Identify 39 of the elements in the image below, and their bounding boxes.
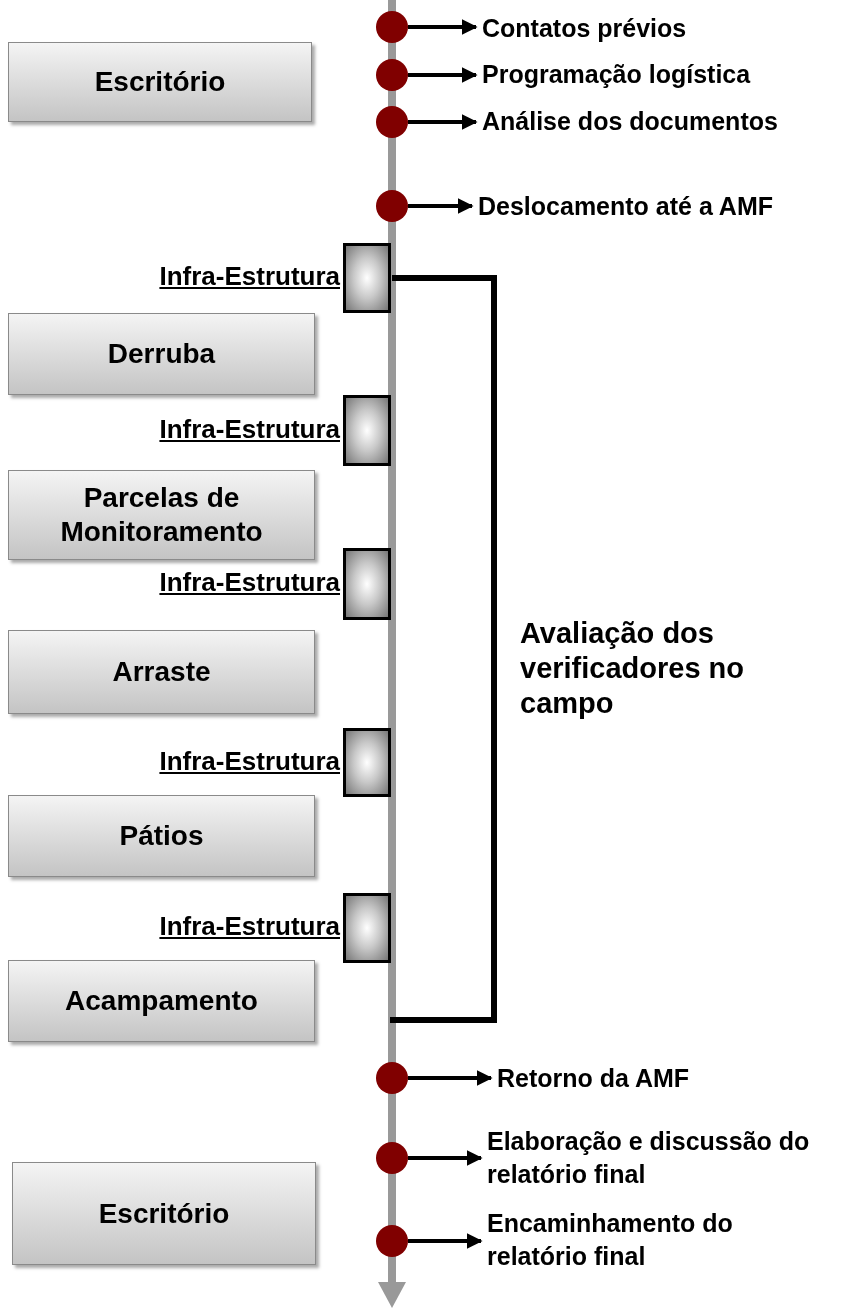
step-text: Retorno da AMF: [497, 1062, 690, 1095]
step-text: Contatos prévios: [482, 12, 687, 45]
step-text: Encaminhamento do relatório final: [487, 1207, 817, 1272]
infrastructure-label: Infra-Estrutura: [159, 911, 340, 942]
timeline-dot: [376, 59, 408, 91]
step-text: Programação logística: [482, 58, 751, 91]
step-text: Análise dos documentos: [482, 105, 778, 138]
metallic-square: [343, 548, 391, 620]
metallic-square: [343, 728, 391, 797]
arrow: [408, 1070, 493, 1086]
activity-box: Parcelas de Monitoramento: [8, 470, 315, 560]
arrow: [408, 67, 478, 83]
infrastructure-label: Infra-Estrutura: [159, 745, 340, 777]
activity-box: Arraste: [8, 630, 315, 714]
activity-box: Acampamento: [8, 960, 315, 1042]
arrow: [408, 1150, 483, 1166]
activity-box: Escritório: [8, 42, 312, 122]
arrow: [408, 19, 478, 35]
step-text: Elaboração e discussão do relatório final: [487, 1125, 857, 1190]
infrastructure-label: Infra-Estrutura: [159, 567, 340, 598]
metallic-square: [343, 893, 391, 963]
arrow: [408, 198, 474, 214]
metallic-square: [343, 243, 391, 313]
infrastructure-label: Infra-Estrutura: [159, 261, 340, 292]
metallic-square: [343, 395, 391, 466]
timeline-dot: [376, 190, 408, 222]
timeline-dot: [376, 1142, 408, 1174]
timeline-dot: [376, 106, 408, 138]
activity-box: Escritório: [12, 1162, 316, 1265]
bracket-label: Avaliação dos verificadores no campo: [520, 616, 746, 721]
timeline-dot: [376, 1225, 408, 1257]
step-text: Deslocamento até a AMF: [478, 190, 773, 223]
arrow: [408, 114, 478, 130]
activity-box: Derruba: [8, 313, 315, 395]
timeline-dot: [376, 11, 408, 43]
infrastructure-label: Infra-Estrutura: [159, 413, 340, 445]
timeline-dot: [376, 1062, 408, 1094]
arrow: [408, 1233, 483, 1249]
activity-box: Pátios: [8, 795, 315, 877]
